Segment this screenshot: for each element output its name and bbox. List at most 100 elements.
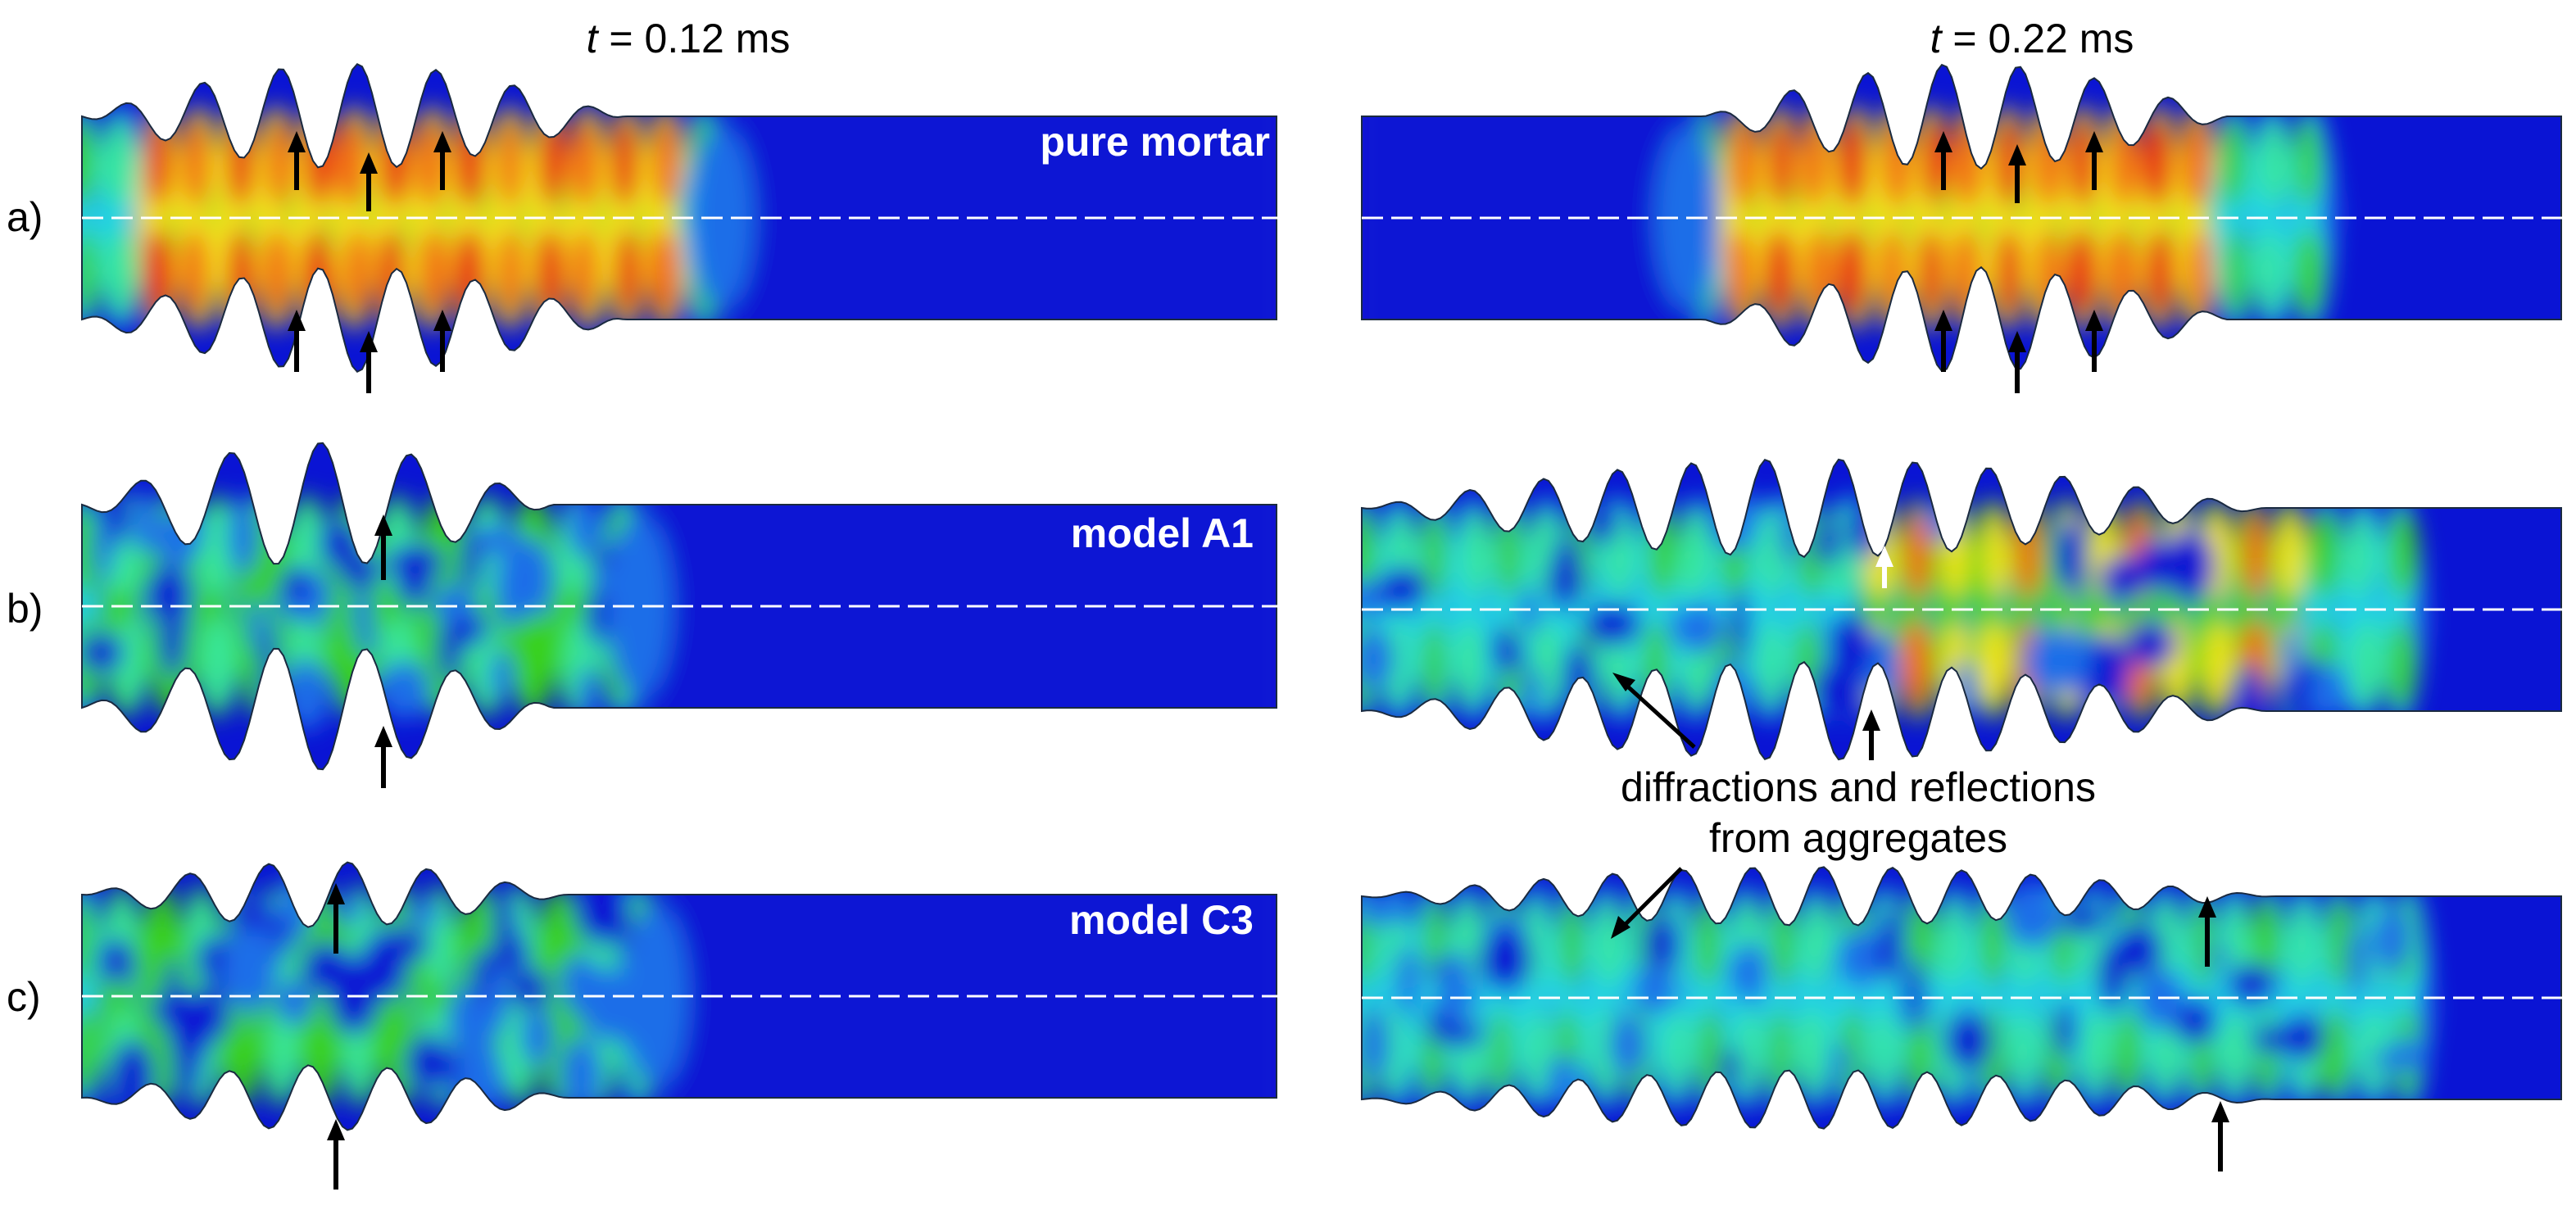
contour-hotspot: [2243, 508, 2269, 600]
contour-hotspot: [2082, 1008, 2111, 1099]
contour-hotspot: [2252, 896, 2283, 988]
contour-scatter: [386, 544, 444, 581]
contour-hotspot: [82, 895, 94, 986]
time-symbol: t: [1930, 16, 1943, 61]
contour-scatter: [173, 1045, 202, 1096]
contour-scatter: [1397, 959, 1421, 986]
marker-arrow-head: [2198, 896, 2216, 918]
contour-hotspot: [2255, 1008, 2280, 1099]
contour-scatter: [1478, 927, 1533, 992]
contour-hotspot: [1737, 1008, 1762, 1099]
contour-hotspot: [647, 228, 681, 320]
contour-hotspot: [2069, 116, 2097, 208]
contour-hotspot: [2388, 508, 2419, 600]
contour-scatter: [2065, 904, 2093, 935]
contour-hotspot: [2387, 619, 2417, 711]
contour-hotspot: [1496, 508, 1522, 600]
marker-arrow-top: [1934, 131, 1952, 190]
contour-hotspot: [333, 116, 368, 208]
panel-l0: [81, 62, 1278, 374]
marker-arrow-head: [288, 131, 306, 152]
contour-knot: [2320, 184, 2339, 242]
marker-arrow-top: [2198, 896, 2216, 967]
contour-hotspot: [1918, 228, 1943, 320]
contour-hotspot: [1996, 228, 2022, 320]
contour-hotspot: [1362, 508, 1376, 600]
annotation-line-2: from aggregates: [1709, 815, 2007, 861]
contour-scatter: [2005, 881, 2059, 949]
contour-hotspot: [1422, 619, 1446, 711]
marker-arrow-head: [327, 1119, 345, 1140]
panel-outline: [1361, 458, 2562, 761]
contour-scatter: [2394, 1038, 2422, 1065]
marker-arrow-head: [2085, 310, 2103, 331]
contour-hotspot: [2258, 116, 2288, 208]
annotation-arrowhead-lower: [1611, 916, 1630, 939]
contour-hotspot: [569, 116, 601, 208]
annotation-arrow-upper: [1621, 680, 1696, 749]
contour-scatter: [2281, 626, 2300, 682]
contour-scatter: [339, 552, 381, 589]
panel-outline: [1361, 63, 2562, 373]
contour-hotspot: [1677, 508, 1711, 600]
marker-arrow-head: [1934, 131, 1952, 152]
contour-hotspot: [2290, 896, 2316, 988]
contour-hotspot: [1694, 896, 1721, 988]
contour-scatter: [2237, 663, 2263, 728]
contour-hotspot: [181, 116, 211, 208]
marker-arrow-head: [1862, 709, 1880, 731]
contour-scatter: [132, 492, 159, 555]
contour-hotspot: [1803, 896, 1834, 988]
annotation-line-1: diffractions and reflections: [1621, 764, 2096, 810]
contour-scatter: [1495, 641, 1526, 668]
contour-scatter: [2054, 519, 2087, 592]
panel-contour-field: [1362, 881, 2435, 1110]
contour-scatter: [1726, 954, 1760, 990]
contour-scatter: [225, 928, 280, 953]
contour-hotspot: [1768, 116, 1794, 208]
contour-hotspot: [2033, 116, 2064, 208]
contour-hotspot: [304, 1006, 333, 1098]
contour-scatter: [1903, 958, 1925, 1033]
contour-hotspot: [1462, 508, 1492, 600]
contour-hotspot: [535, 228, 565, 320]
panel-l1: [81, 442, 1278, 771]
contour-scatter: [1437, 950, 1473, 1028]
contour-hotspot: [538, 116, 567, 208]
contour-hotspot: [2293, 228, 2324, 320]
marker-arrow-top: [360, 152, 378, 211]
contour-scatter: [2171, 998, 2217, 1044]
contour-scatter: [1719, 1047, 1741, 1090]
contour-hotspot: [2152, 896, 2183, 988]
contour-hotspot: [1647, 508, 1676, 600]
contour-hotspot: [2320, 1008, 2351, 1099]
contour-scatter: [2048, 627, 2089, 696]
contour-scatter: [461, 532, 483, 591]
panel-outline: [81, 861, 1277, 1131]
contour-hotspot: [304, 116, 333, 208]
contour-hotspot: [515, 616, 554, 708]
contour-hotspot: [2015, 508, 2041, 600]
marker-arrow-highlight: [1875, 546, 1893, 588]
contour-hotspot: [2220, 116, 2247, 208]
marker-arrow-head: [2008, 144, 2026, 165]
marker-arrow-bottom: [433, 310, 451, 372]
marker-arrow-head: [2211, 1101, 2229, 1122]
marker-arrow-bottom: [2211, 1101, 2229, 1171]
contour-scatter: [379, 660, 430, 720]
contour-hotspot: [497, 228, 524, 320]
row-label-b: b): [7, 586, 43, 632]
contour-hotspot: [197, 505, 233, 596]
panel-outline: [81, 62, 1277, 374]
contour-hotspot: [1900, 619, 1932, 711]
contour-scatter: [2054, 1003, 2076, 1058]
marker-arrow-head: [433, 310, 451, 331]
contour-scatter: [98, 938, 134, 984]
contour-scatter: [406, 1034, 451, 1090]
panel-outline: [1361, 866, 2562, 1130]
contour-hotspot: [2012, 1008, 2036, 1099]
contour-scatter: [93, 517, 113, 582]
contour-hotspot: [1799, 116, 1829, 208]
contour-scatter: [2163, 528, 2215, 602]
contour-hotspot: [1385, 619, 1411, 711]
